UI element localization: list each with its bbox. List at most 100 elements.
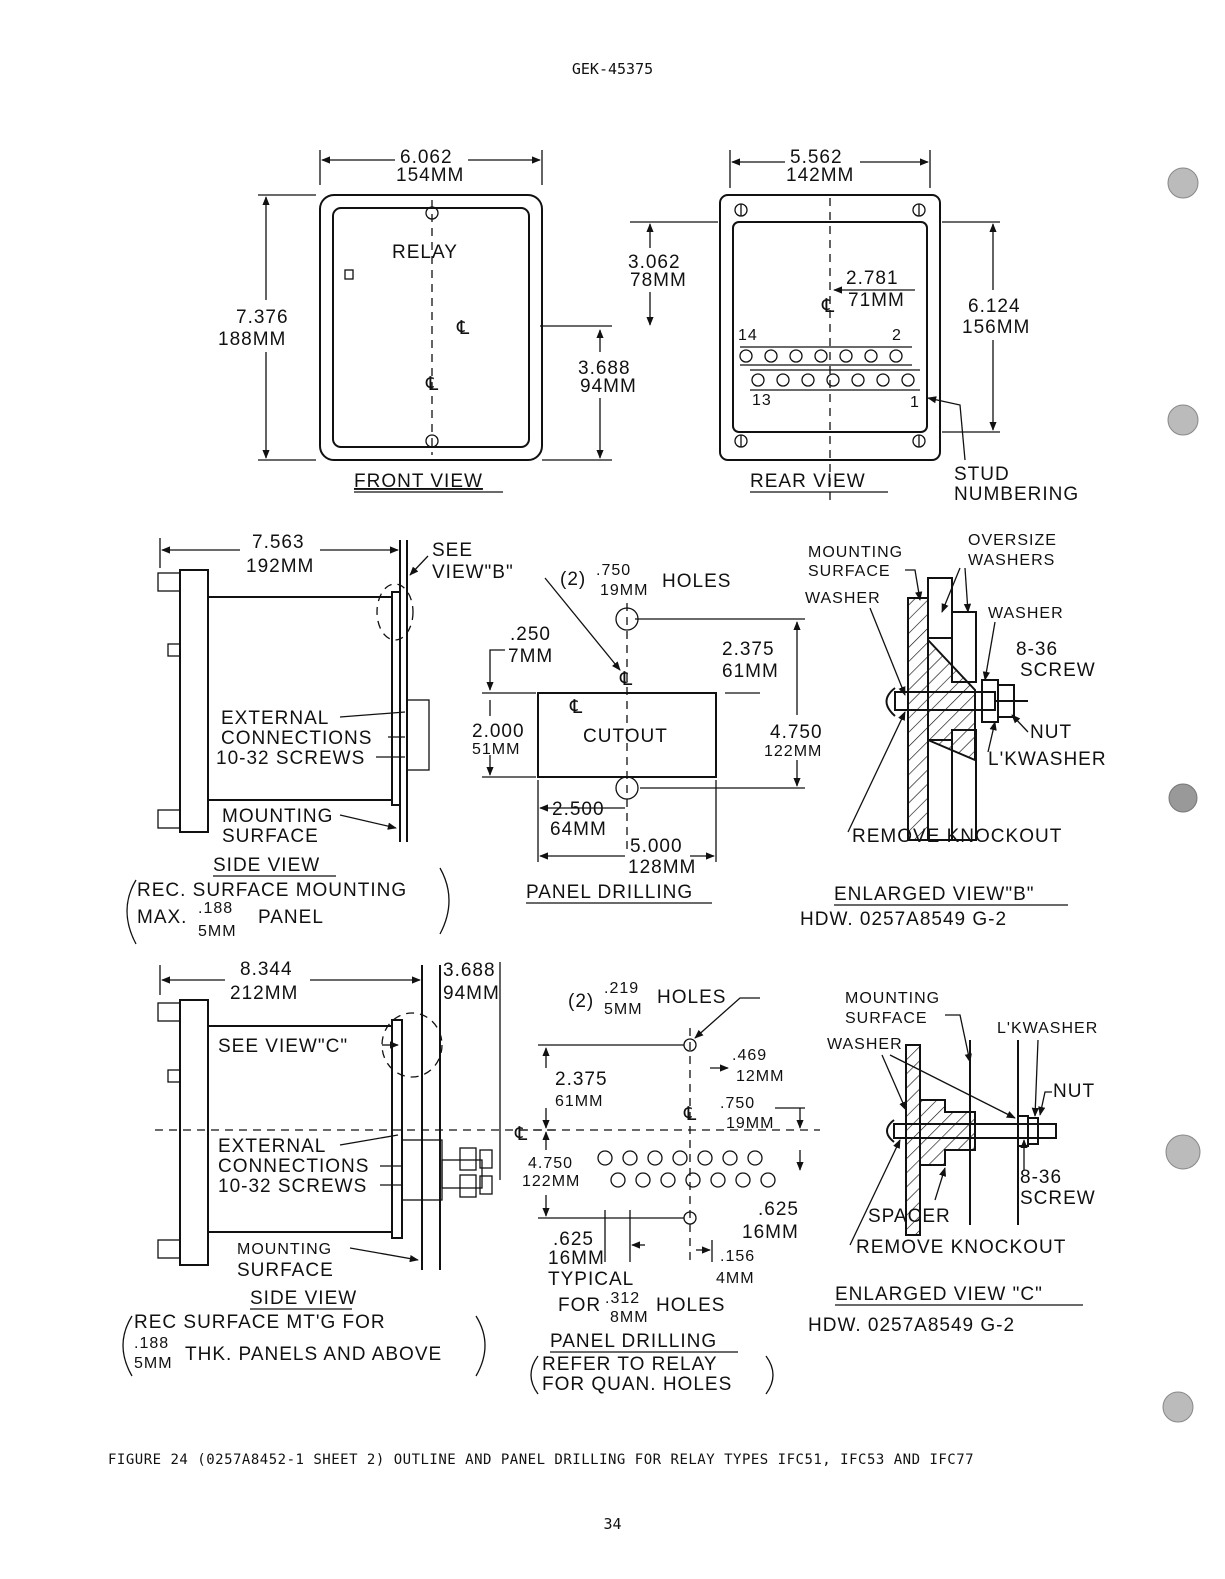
pd1-half-mm: 64MM [550,819,607,840]
side2-ext-2: CONNECTIONS [218,1156,369,1177]
side1-depth-in: 7.563 [252,532,305,553]
side2-right-in: 3.688 [443,960,496,981]
side1-see-view: VIEW"B" [432,562,514,583]
pd1-v1-in: 2.375 [722,639,775,660]
side1-note-in: .188 [198,900,233,917]
pd1-cl-2: ℄ [569,697,583,718]
pd2-cl-2: ℄ [514,1124,528,1145]
side2-ext-3: 10-32 SCREWS [218,1176,367,1197]
pd2-v-mm: 61MM [555,1093,603,1110]
evb-title: ENLARGED VIEW"B" [834,884,1035,905]
evb-knockout: REMOVE KNOCKOUT [852,826,1062,847]
evc-spacer: SPACER [868,1206,951,1227]
punch-holes [1162,167,1201,1423]
pd1-h-mm: 51MM [472,741,520,758]
front-cl-1: ℄ [456,318,470,339]
side2-see: SEE VIEW"C" [218,1036,348,1057]
side1-ext-2: CONNECTIONS [221,728,372,749]
evb-washer-r: WASHER [988,605,1064,622]
pd1-off-in: .250 [510,624,551,645]
side2-depth-mm: 212MM [230,983,298,1004]
evb-hdw: HDW. 0257A8549 G-2 [800,909,1007,930]
rear-stud-13: 13 [752,392,772,409]
pd2-hole-in: .312 [605,1290,640,1307]
stud-label-2: NUMBERING [954,484,1079,505]
evb-mount-1: MOUNTING [808,544,903,561]
rear-stud-row-bottom [750,369,920,391]
evb-lkwasher: L'KWASHER [988,749,1107,770]
pd1-half-in: 2.500 [552,799,605,820]
side2-mount-2: SURFACE [237,1260,334,1281]
pd2-r-mm: 16MM [742,1222,799,1243]
rear-stud-2: 2 [892,327,902,344]
evb-over-2: WASHERS [968,552,1055,569]
pd2-note-1: REFER TO RELAY [542,1354,718,1375]
side1-note-1: REC. SURFACE MOUNTING [137,880,407,901]
evb-washer-l: WASHER [805,590,881,607]
rear-offset-in: 2.781 [846,268,899,289]
pd2-r-in: .625 [758,1199,799,1220]
rear-stud-1: 1 [910,394,920,411]
document-id: GEK-45375 [571,60,654,78]
pd2-hole-row-top [597,1150,763,1166]
evc-title: ENLARGED VIEW "C" [835,1284,1043,1305]
side2-title: SIDE VIEW [250,1288,357,1309]
pd2-g-mm: 4MM [716,1270,755,1287]
pd2-d-mm: 19MM [726,1115,774,1132]
rear-width-in: 5.562 [790,147,843,168]
front-half-mm: 94MM [580,376,637,397]
evb-screw-1: 8-36 [1016,639,1058,660]
pd1-title: PANEL DRILLING [526,882,693,903]
evc-screw-1: 8-36 [1020,1167,1062,1188]
pd1-tot-in: 4.750 [770,722,823,743]
pd2-holes-text-2: HOLES [656,1295,725,1316]
side1-note-max: MAX. [137,907,187,928]
front-width-mm: 154MM [396,165,464,186]
pd2-holes-text: HOLES [657,987,726,1008]
side2-note-1: REC SURFACE MT'G FOR [134,1312,386,1333]
pd2-cl-1: ℄ [683,1104,697,1125]
pd1-cutout: CUTOUT [583,726,668,747]
pd1-w-mm: 128MM [628,857,696,878]
side2-note-mm: 5MM [134,1355,173,1372]
pd2-title: PANEL DRILLING [550,1331,717,1352]
pd2-l-mm: 16MM [548,1248,605,1269]
pd2-v-in: 2.375 [555,1069,608,1090]
enlarged-view-b: MOUNTING SURFACE OVERSIZE WASHERS WASHER… [800,532,1107,930]
rear-stud-row-top [739,346,912,366]
pd1-tot-mm: 122MM [764,743,822,760]
side2-note-in: .188 [134,1335,169,1352]
pd1-w-in: 5.000 [630,836,683,857]
pd1-h-in: 2.000 [472,721,525,742]
pd2-s-in: .469 [732,1047,767,1064]
pd1-holes-mm: 19MM [600,582,648,599]
side2-mount-1: MOUNTING [237,1241,332,1258]
rear-top-in: 3.062 [628,252,681,273]
pd2-typical: TYPICAL [548,1269,634,1290]
evb-over-1: OVERSIZE [968,532,1057,549]
pd2-d-in: .750 [720,1095,755,1112]
pd2-tot-in: 4.750 [528,1155,573,1172]
front-view: RELAY ℄ ℄ 6.062 154MM 7.376 188MM 3.688 … [218,147,637,493]
pd2-hole-row-bottom [610,1172,776,1188]
front-height-in: 7.376 [236,307,289,328]
pd1-holes-text: HOLES [662,571,731,592]
evc-nut: NUT [1053,1081,1095,1102]
evc-lkwasher: L'KWASHER [997,1020,1098,1037]
side2-note-2: THK. PANELS AND ABOVE [185,1344,442,1365]
rear-width-mm: 142MM [786,165,854,186]
front-width-in: 6.062 [400,147,453,168]
rear-height-mm: 156MM [962,317,1030,338]
rear-view-title: REAR VIEW [750,471,866,492]
pd2-s-mm: 12MM [736,1068,784,1085]
front-height-mm: 188MM [218,329,286,350]
rear-view: ℄ 14 2 13 1 [628,147,1079,505]
pd2-for: FOR [558,1295,601,1316]
side1-mount-1: MOUNTING [222,806,333,827]
side1-ext-3: 10-32 SCREWS [216,748,365,769]
pd2-holes-qty: (2) [568,991,594,1012]
side1-title: SIDE VIEW [213,855,320,876]
pd1-off-mm: 7MM [508,646,553,667]
